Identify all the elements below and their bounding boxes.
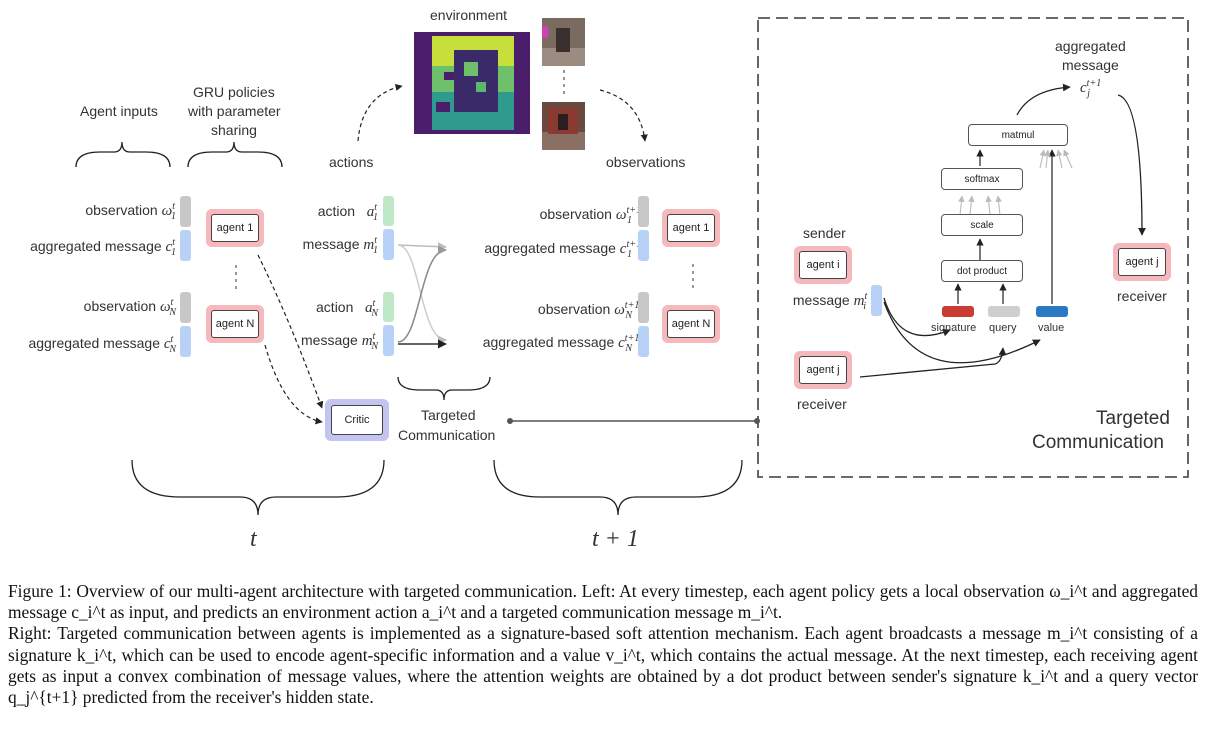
dot-product-box: dot product bbox=[941, 260, 1023, 282]
agent-i-right: agent i bbox=[794, 246, 852, 284]
t-label: t bbox=[250, 526, 257, 552]
brace-gru bbox=[187, 141, 283, 168]
agent-j-sender-side: agent j bbox=[794, 351, 852, 389]
receiver-label-right: receiver bbox=[1117, 288, 1167, 304]
observations-arrow bbox=[599, 89, 648, 142]
agent-inputs-label: Agent inputs bbox=[80, 103, 158, 119]
action-bar-1 bbox=[383, 196, 394, 226]
agent-j-receiver: agent j bbox=[1113, 243, 1171, 281]
receiver-label-left: receiver bbox=[797, 396, 847, 412]
value-label: value bbox=[1038, 322, 1065, 334]
obs-bar-N-next bbox=[638, 292, 649, 323]
gru-label-2: with parameter bbox=[188, 103, 281, 119]
gru-label-1: GRU policies bbox=[193, 84, 275, 100]
msg-bar-1 bbox=[180, 230, 191, 261]
agg-label-1: aggregated message ct1 bbox=[30, 237, 176, 258]
msg-bar-1-next bbox=[638, 230, 649, 261]
aggregated-message-label-2: message bbox=[1062, 57, 1119, 73]
softmax-box: softmax bbox=[941, 168, 1023, 190]
targeted-label-2: Communication bbox=[398, 427, 496, 443]
caption-paragraph-1: Figure 1: Overview of our multi-agent ar… bbox=[8, 581, 1198, 623]
first-person-view-2 bbox=[542, 102, 585, 150]
environment-label: environment bbox=[430, 7, 508, 23]
action-label-1: action at1 bbox=[317, 202, 378, 223]
obs-label-N: observation ωtN bbox=[83, 297, 176, 318]
agent-1-next: agent 1 bbox=[662, 209, 720, 247]
agent-1-left: agent 1 bbox=[206, 209, 264, 247]
critic-box: Critic bbox=[325, 399, 389, 441]
brace-t1 bbox=[493, 459, 743, 516]
matmul-box: matmul bbox=[968, 124, 1068, 146]
targeted-comm-title-1: Targeted bbox=[1096, 408, 1170, 429]
targeted-comm-box bbox=[757, 17, 1189, 478]
message-bar-N bbox=[383, 325, 394, 356]
msg-bar-N-next bbox=[638, 326, 649, 357]
observations-label: observations bbox=[606, 154, 686, 170]
t-plus-1-label: t + 1 bbox=[592, 526, 639, 552]
obs-bar-1 bbox=[180, 196, 191, 227]
caption-paragraph-2: Right: Targeted communication between ag… bbox=[8, 623, 1198, 708]
message-i-label: message mti bbox=[792, 291, 868, 312]
signature-pill bbox=[942, 306, 974, 317]
environment-map-image bbox=[414, 32, 530, 134]
agg-label-N-next: aggregated message ct+1N bbox=[482, 333, 640, 354]
brace-agent-inputs bbox=[75, 141, 171, 168]
targeted-comm-title-2: Communication bbox=[1032, 432, 1164, 453]
actions-arrow bbox=[357, 83, 403, 142]
aggregated-message-label-1: aggregated bbox=[1055, 38, 1126, 54]
message-label-1: message mt1 bbox=[302, 235, 378, 256]
value-pill bbox=[1036, 306, 1068, 317]
scale-box: scale bbox=[941, 214, 1023, 236]
brace-t bbox=[131, 459, 385, 516]
action-label-N: action atN bbox=[316, 298, 378, 319]
query-label: query bbox=[989, 322, 1017, 334]
figure-diagram bbox=[75, 17, 1189, 516]
agg-label-N: aggregated message ctN bbox=[28, 334, 176, 355]
message-bar-1 bbox=[383, 229, 394, 260]
query-pill bbox=[988, 306, 1020, 317]
first-person-view-1 bbox=[542, 18, 585, 66]
agent-N-next: agent N bbox=[662, 305, 720, 343]
obs-bar-1-next bbox=[638, 196, 649, 227]
obs-label-1-next: observation ωt+11 bbox=[539, 205, 641, 226]
sender-label: sender bbox=[803, 225, 846, 241]
agg-label-1-next: aggregated message ct+11 bbox=[484, 239, 641, 260]
message-label-N: message mtN bbox=[301, 331, 378, 352]
agent-N-left: agent N bbox=[206, 305, 264, 343]
action-bar-N bbox=[383, 292, 394, 322]
targeted-label-1: Targeted bbox=[421, 407, 476, 423]
signature-label: signature bbox=[931, 322, 977, 334]
obs-bar-N bbox=[180, 292, 191, 323]
message-i-bar bbox=[871, 285, 882, 316]
gru-label-3: sharing bbox=[211, 122, 257, 138]
agent1-critic-arrow bbox=[257, 254, 324, 409]
obs-label-N-next: observation ωt+1N bbox=[537, 300, 640, 321]
brace-targeted-small bbox=[397, 376, 491, 401]
actions-label: actions bbox=[329, 154, 374, 170]
figure-caption: Figure 1: Overview of our multi-agent ar… bbox=[8, 581, 1198, 708]
msg-bar-N bbox=[180, 326, 191, 357]
agentN-critic-arrow bbox=[264, 344, 323, 425]
c-j-symbol: ct+1j bbox=[1080, 78, 1102, 99]
obs-label-1: observation ωt1 bbox=[85, 201, 176, 222]
